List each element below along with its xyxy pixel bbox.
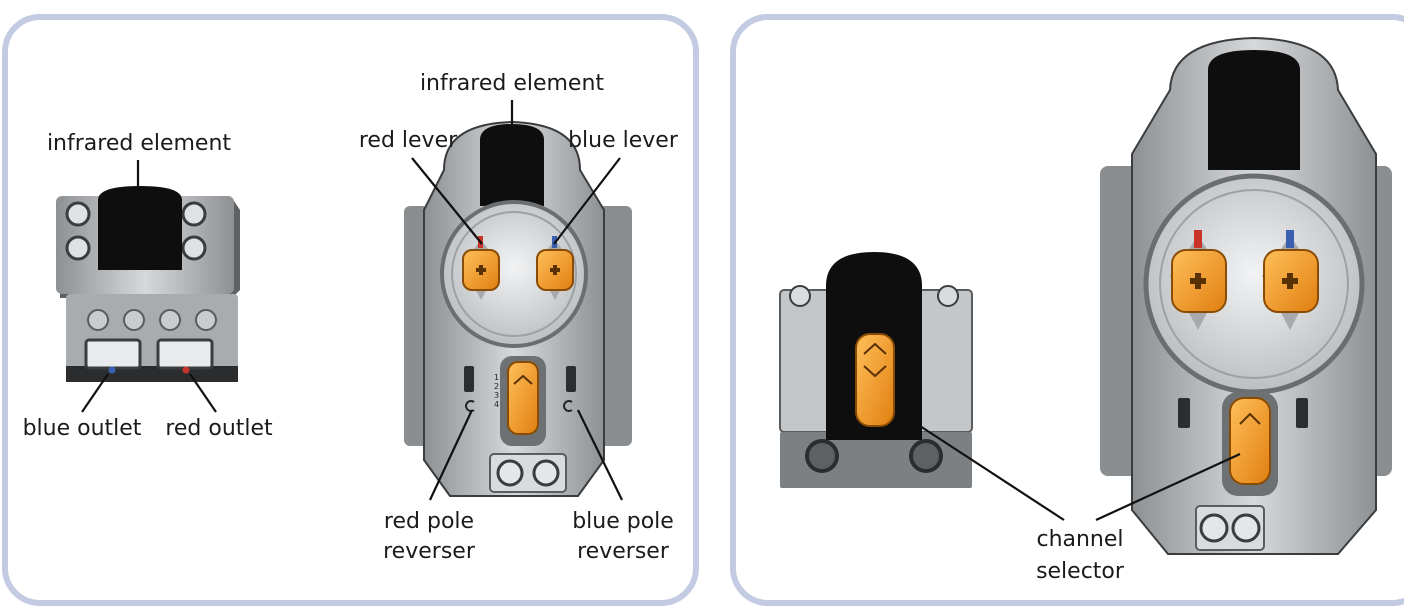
label-red-reverser: reverser: [383, 539, 476, 564]
red-outlet-indicator: [182, 366, 190, 374]
label-channel: channel: [1036, 527, 1123, 552]
remote-large-channel-switch: [1229, 397, 1271, 485]
svg-text:4: 4: [494, 400, 499, 409]
label-red-outlet: red outlet: [165, 416, 273, 441]
ir-receiver: [56, 186, 240, 382]
right-callout-lines: [919, 425, 1241, 521]
label-selector: selector: [1036, 559, 1125, 584]
remote-large: [1100, 36, 1392, 555]
ir-remote: 1 2 3 4: [404, 120, 632, 497]
label-blue-lever: blue lever: [568, 128, 679, 153]
top-studs: [65, 201, 207, 261]
remote-large-blue-lever: [1262, 230, 1319, 330]
channel-selector-switch: [507, 361, 539, 435]
front-studs: [87, 309, 217, 331]
remote-large-ir-dome: [1208, 50, 1300, 170]
svg-text:1: 1: [494, 373, 499, 382]
blue-outlet-indicator: [108, 366, 116, 374]
blue-pole-reverser: [563, 366, 576, 412]
label-blue-outlet: blue outlet: [23, 416, 142, 441]
channel-numbers: 1 2 3 4: [494, 373, 499, 409]
receiver-channel-switch: [855, 333, 895, 427]
red-outlet-socket: [156, 338, 214, 370]
label-ir-element-left: infrared element: [47, 131, 231, 156]
remote-large-red-lever: [1170, 230, 1227, 330]
label-ir-element-remote: infrared element: [420, 71, 604, 96]
label-red-lever: red lever: [359, 128, 458, 153]
label-blue-reverser: reverser: [577, 539, 670, 564]
receiver-front: [779, 252, 973, 488]
left-callout-lines: [81, 160, 217, 413]
label-red-pole: red pole: [384, 509, 474, 534]
remote-callout-lines: [411, 100, 623, 501]
blue-outlet-socket: [84, 338, 142, 370]
ir-dome-remote: [480, 124, 544, 206]
ir-dome-left: [98, 186, 182, 270]
label-blue-pole: blue pole: [572, 509, 674, 534]
svg-text:3: 3: [494, 391, 499, 400]
svg-text:2: 2: [494, 382, 499, 391]
